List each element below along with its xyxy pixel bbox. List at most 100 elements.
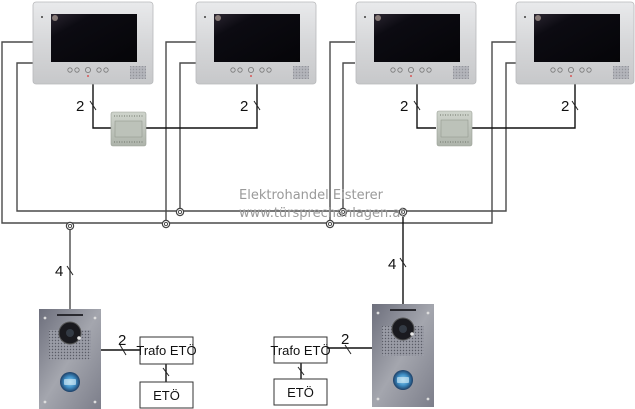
bus-drop-monitor-3-a <box>329 41 355 223</box>
monitor-4-wire-label: 2 <box>561 98 569 115</box>
screw-icon <box>426 397 430 401</box>
monitor-button <box>586 67 592 73</box>
psu-label-plate <box>114 120 143 138</box>
monitor-button <box>67 67 73 73</box>
monitor-button <box>397 67 403 73</box>
monitor-button <box>230 67 236 73</box>
screw-icon <box>426 311 430 315</box>
trafo-eto-left-label: Trafo ETÖ <box>136 343 196 358</box>
monitor-talk-button <box>568 67 575 74</box>
eto-left-label: ETÖ <box>153 388 180 403</box>
speaker-grille <box>453 66 469 79</box>
wire-count-tick <box>162 367 170 377</box>
monitor-buttons <box>550 67 592 74</box>
monitor-button <box>96 67 102 73</box>
red-indicator-icon <box>410 75 412 77</box>
monitor-button <box>579 67 585 73</box>
camera-led <box>410 332 414 336</box>
psu-2-wire-monitor-4 <box>471 84 576 129</box>
junction-marker <box>325 219 335 229</box>
screen-glare <box>535 15 541 21</box>
psu-1-wire-monitor-2 <box>145 84 258 129</box>
monitor-buttons <box>390 67 432 74</box>
monitor-button <box>103 67 109 73</box>
monitor-screen <box>51 14 137 62</box>
door-station-2-wiring: 4 2 <box>297 256 407 379</box>
monitor-3 <box>355 1 477 85</box>
wire-count-tick <box>119 344 127 356</box>
bus-line-b-right <box>400 62 516 212</box>
watermark-website: www.türsprechanlagen.at <box>239 206 405 221</box>
monitor-talk-button <box>85 67 92 74</box>
bus-drop-monitor-2-b <box>179 62 196 211</box>
trafo-eto-right-box <box>273 336 328 364</box>
monitor-button <box>426 67 432 73</box>
camera-led <box>77 336 81 340</box>
door-panel-logo <box>57 314 83 316</box>
trafo-eto-right-label: Trafo ETÖ <box>270 343 330 358</box>
wire-count-tick <box>89 100 97 111</box>
psu-wiring: 2 2 2 2 <box>76 84 579 129</box>
screw-icon <box>43 400 47 404</box>
door-panel-logo <box>390 309 416 311</box>
eto-left-box <box>139 381 194 409</box>
eto-right-label: ETÖ <box>287 385 314 400</box>
monitor-button <box>550 67 556 73</box>
wire-count-tick <box>413 100 421 111</box>
psu-2 <box>436 110 473 147</box>
monitor-button <box>557 67 563 73</box>
screw-icon <box>376 311 380 315</box>
monitor-2 <box>195 1 317 85</box>
door-station-1 <box>39 309 101 409</box>
psu-label-plate <box>440 119 469 138</box>
monitor-button <box>237 67 243 73</box>
junction-marker <box>175 207 185 217</box>
monitor-talk-button <box>408 67 415 74</box>
speaker-grille <box>613 66 629 79</box>
monitor-button <box>266 67 272 73</box>
door-station-2-trafo-label: 2 <box>341 331 349 348</box>
bus-line-a-right <box>400 41 516 224</box>
junction-marker <box>65 221 75 231</box>
psu-2-wire-monitor-3 <box>416 84 436 129</box>
screen-glare <box>375 15 381 21</box>
monitor-3-wire-label: 2 <box>400 98 408 115</box>
screw-icon <box>93 316 97 320</box>
monitor-1 <box>32 1 154 85</box>
monitor-buttons <box>67 67 109 74</box>
wire-count-tick <box>297 366 305 376</box>
monitor-screen <box>214 14 300 62</box>
bus-line-a-left <box>1 41 400 224</box>
screw-icon <box>376 397 380 401</box>
monitor-4 <box>515 1 635 85</box>
name-plate <box>397 377 409 383</box>
screw-icon <box>43 316 47 320</box>
door-station-1-bus-label: 4 <box>55 263 63 280</box>
psu-1-wire-monitor-1 <box>92 84 111 129</box>
camera-lens <box>66 329 74 337</box>
watermark-company: Elektrohandel Eisterer <box>239 188 384 203</box>
monitor-button <box>419 67 425 73</box>
eto-right-box <box>273 378 328 406</box>
speaker-grille <box>130 66 146 79</box>
monitor-button <box>74 67 80 73</box>
monitor-screen <box>374 14 460 62</box>
status-led-icon <box>364 16 366 18</box>
bus-wiring <box>1 41 516 224</box>
monitor-screen <box>534 14 620 62</box>
screw-icon <box>93 400 97 404</box>
wire-count-tick <box>66 265 74 276</box>
junction-marker <box>161 219 171 229</box>
wire-count-tick <box>253 100 261 111</box>
monitor-button <box>390 67 396 73</box>
monitor-1-wire-label: 2 <box>76 98 84 115</box>
door-station-2 <box>372 304 434 407</box>
bus-drop-monitor-3-b <box>342 62 355 211</box>
speaker-grille <box>293 66 309 79</box>
status-led-icon <box>41 16 43 18</box>
screen-glare <box>52 15 58 21</box>
trafo-eto-left-box <box>139 336 194 365</box>
red-indicator-icon <box>250 75 252 77</box>
